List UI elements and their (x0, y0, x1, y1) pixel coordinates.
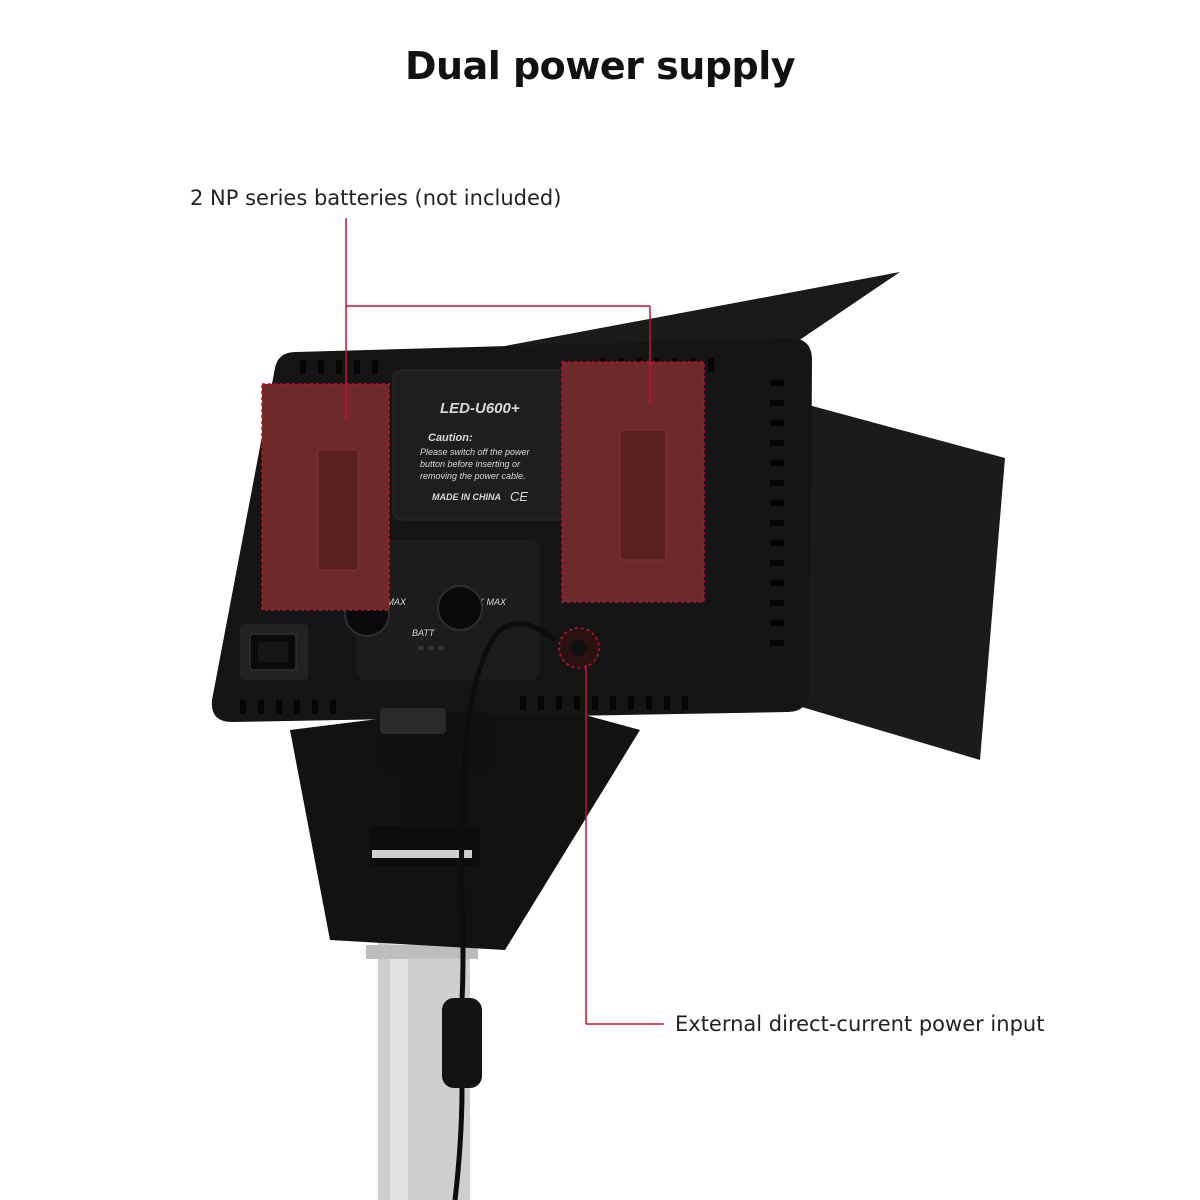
page-title: Dual power supply (404, 44, 796, 88)
caution-line-2: button before inserting or (420, 459, 521, 469)
knob-label-right: K MAX (478, 597, 507, 607)
ferrite-core (442, 998, 482, 1088)
dc-input-callout: External direct-current power input (675, 1012, 1045, 1036)
model-label: LED-U600+ (440, 400, 520, 417)
battery-callout-lines (345, 218, 651, 420)
brightness-knob (437, 585, 483, 631)
led-panel-body: LED-U600+ Caution: Please switch off the… (211, 338, 813, 722)
caution-title: Caution: (428, 432, 473, 444)
battery-callout: 2 NP series batteries (not included) (190, 186, 562, 210)
ce-mark: CE (510, 489, 528, 504)
dc-callout-lines (585, 665, 664, 1025)
battery-indicator-label: BATT (412, 628, 436, 638)
caution-line-3: removing the power cable. (420, 471, 526, 481)
barn-door-top (430, 272, 900, 360)
shoe-mount (370, 708, 490, 866)
caution-line-1: Please switch off the power (420, 447, 531, 457)
power-cable (459, 621, 557, 1001)
made-in-label: MADE IN CHINA (432, 492, 501, 502)
knob-label-left: K MAX (378, 597, 407, 607)
